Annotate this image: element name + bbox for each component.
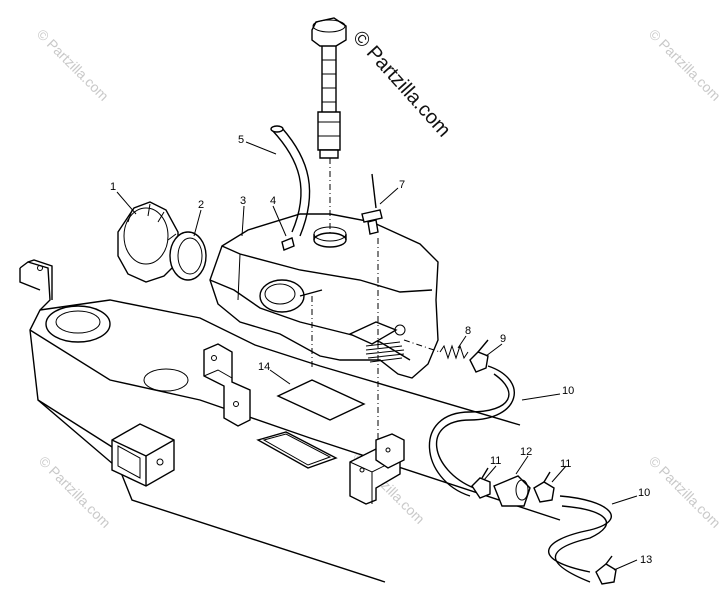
- fuel-tank-3: [209, 213, 439, 379]
- clamp-11-left: [471, 467, 491, 499]
- sender-boss: [313, 226, 347, 248]
- clamp-9: [469, 339, 489, 373]
- vent-hose-5: [270, 125, 311, 237]
- push-rivet-7: [361, 173, 383, 235]
- watermark-bottom-right: © Partzilla.com: [646, 453, 722, 531]
- callout-11-left: 11: [490, 455, 501, 467]
- watermark-bottom-left: © Partzilla.com: [36, 453, 114, 531]
- spring-8: [439, 344, 469, 360]
- callout-14: 14: [258, 361, 270, 373]
- watermark-center-top: © Partzilla.com: [348, 27, 455, 142]
- callout-10-upper: 10: [562, 385, 574, 397]
- tank-mount-bracket-front: [203, 343, 251, 427]
- frame-chassis: [19, 259, 561, 583]
- callout-numbers: 1 2 3 4 5 7 8 9 10 10 11 11 12 13 14: [110, 134, 652, 566]
- cap-gasket-2: [169, 231, 207, 281]
- callout-13: 13: [640, 554, 652, 566]
- callout-4: 4: [270, 195, 276, 207]
- callout-12: 12: [520, 446, 532, 458]
- fuel-line-10-upper: [428, 365, 515, 497]
- fuel-cap-1: [117, 201, 179, 283]
- callout-10-lower: 10: [638, 487, 650, 499]
- clamp-11-right: [533, 471, 555, 503]
- clamp-13: [595, 555, 617, 585]
- tank-pad-14: [276, 379, 366, 421]
- callout-1: 1: [110, 181, 116, 193]
- filler-neck: [259, 279, 323, 313]
- callout-5: 5: [238, 134, 244, 146]
- leader-lines: [116, 141, 638, 571]
- assembly-centerlines: [311, 158, 441, 440]
- hitch-tube: [111, 423, 175, 487]
- tank-mount-bracket-rear: [349, 433, 405, 505]
- callout-3: 3: [240, 195, 246, 207]
- callout-8: 8: [465, 325, 471, 337]
- callout-2: 2: [198, 199, 204, 211]
- callout-11-right: 11: [560, 458, 571, 470]
- fuel-filter-12: [493, 475, 531, 507]
- fuel-line-10-lower: [548, 495, 612, 583]
- callout-7: 7: [399, 179, 405, 191]
- watermark-top-left: © Partzilla.com: [34, 26, 112, 104]
- callout-9: 9: [500, 333, 506, 345]
- fuel-gauge-sender: [311, 17, 347, 159]
- tank-strap-hatch: [365, 341, 405, 363]
- watermark-top-right: © Partzilla.com: [646, 26, 722, 104]
